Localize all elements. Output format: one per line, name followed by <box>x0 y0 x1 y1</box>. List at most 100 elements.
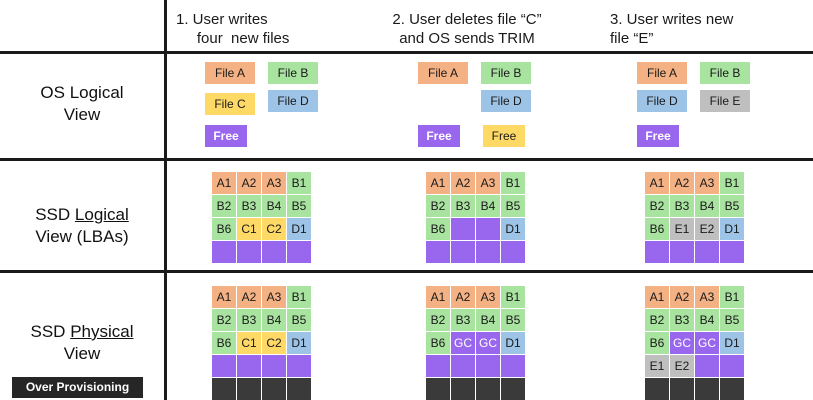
block-cell <box>720 241 744 263</box>
row-label-ssd-physical-emph: Physical <box>70 322 134 341</box>
os-file-c2-3: Free <box>418 125 460 147</box>
block-cell: D1 <box>287 332 311 354</box>
block-cell: B6 <box>645 218 669 240</box>
block-cell <box>212 378 236 400</box>
block-cell <box>720 378 744 400</box>
column-divider-1 <box>164 0 167 400</box>
row-label-os-logical: OS Logical View <box>0 82 164 126</box>
row-label-ssd-logical-line2: View (LBAs) <box>35 227 129 246</box>
block-cell <box>212 355 236 377</box>
block-cell: E1 <box>645 355 669 377</box>
os-file-c3-1: File B <box>700 62 750 84</box>
block-cell: D1 <box>501 218 525 240</box>
block-cell <box>501 355 525 377</box>
block-cell <box>237 378 261 400</box>
block-cell <box>237 241 261 263</box>
block-cell <box>501 378 525 400</box>
block-cell: C1 <box>237 218 261 240</box>
row-divider-logical <box>0 270 813 273</box>
block-cell: B4 <box>262 195 286 217</box>
block-cell: A1 <box>645 172 669 194</box>
block-cell: B2 <box>212 195 236 217</box>
block-cell <box>476 218 500 240</box>
block-cell: A3 <box>695 286 719 308</box>
block-cell: A3 <box>695 172 719 194</box>
os-file-c1-3: File D <box>268 90 318 112</box>
block-cell <box>645 241 669 263</box>
block-cell: E1 <box>670 218 694 240</box>
os-file-c3-4: Free <box>637 125 679 147</box>
block-cell <box>451 355 475 377</box>
block-cell: E2 <box>670 355 694 377</box>
column-header-1: 1. User writes four new files <box>176 11 290 47</box>
block-cell: C2 <box>262 218 286 240</box>
block-cell: B4 <box>476 309 500 331</box>
block-cell: B3 <box>670 195 694 217</box>
os-file-c1-2: File C <box>205 93 255 115</box>
block-cell: B5 <box>501 309 525 331</box>
block-cell <box>287 378 311 400</box>
block-cell: GC <box>451 332 475 354</box>
os-file-c2-0: File A <box>418 62 468 84</box>
block-cell: B1 <box>287 172 311 194</box>
block-cell: B6 <box>212 332 236 354</box>
block-cell: B3 <box>451 195 475 217</box>
column-header-2: 2. User deletes file “C” and OS sends TR… <box>392 11 542 47</box>
block-cell: B3 <box>237 195 261 217</box>
block-cell: GC <box>476 332 500 354</box>
block-cell: B6 <box>212 218 236 240</box>
block-cell <box>287 241 311 263</box>
block-cell: D1 <box>287 218 311 240</box>
block-cell: GC <box>670 332 694 354</box>
block-cell: D1 <box>720 332 744 354</box>
block-cell: B1 <box>501 286 525 308</box>
block-cell <box>670 241 694 263</box>
block-cell <box>426 241 450 263</box>
row-label-ssd-logical: SSD Logical View (LBAs) <box>0 204 164 248</box>
block-cell: B6 <box>426 332 450 354</box>
block-cell <box>237 355 261 377</box>
block-cell: B1 <box>501 172 525 194</box>
block-cell <box>695 241 719 263</box>
row-label-os-line1: OS Logical <box>40 83 124 102</box>
block-cell: B4 <box>695 309 719 331</box>
row-label-os-line2: View <box>63 105 101 124</box>
block-cell: B2 <box>212 309 236 331</box>
block-cell: B3 <box>451 309 475 331</box>
block-cell <box>645 378 669 400</box>
block-cell: A3 <box>262 286 286 308</box>
block-cell: B4 <box>476 195 500 217</box>
row-label-ssd-logical-emph: Logical <box>74 205 129 224</box>
block-cell <box>670 378 694 400</box>
block-cell: B5 <box>720 195 744 217</box>
block-cell <box>720 355 744 377</box>
os-file-c2-1: File B <box>481 62 531 84</box>
block-cell <box>212 241 236 263</box>
os-file-c1-1: File B <box>268 62 318 84</box>
block-cell: A2 <box>451 172 475 194</box>
block-cell: B4 <box>695 195 719 217</box>
block-cell <box>501 241 525 263</box>
block-cell <box>451 218 475 240</box>
block-cell: B3 <box>670 309 694 331</box>
row-divider-header <box>0 51 813 54</box>
block-cell: B2 <box>645 195 669 217</box>
block-cell: B6 <box>426 218 450 240</box>
block-cell <box>262 241 286 263</box>
block-cell: GC <box>695 332 719 354</box>
block-cell: A2 <box>670 172 694 194</box>
block-cell: A3 <box>262 172 286 194</box>
block-cell <box>695 355 719 377</box>
os-file-c2-2: File D <box>481 90 531 112</box>
block-cell: B3 <box>237 309 261 331</box>
block-cell <box>287 355 311 377</box>
block-cell: A3 <box>476 286 500 308</box>
block-cell <box>426 378 450 400</box>
block-cell <box>695 378 719 400</box>
row-label-ssd-physical-prefix: SSD <box>30 322 71 341</box>
os-file-c3-0: File A <box>637 62 687 84</box>
block-cell: D1 <box>720 218 744 240</box>
